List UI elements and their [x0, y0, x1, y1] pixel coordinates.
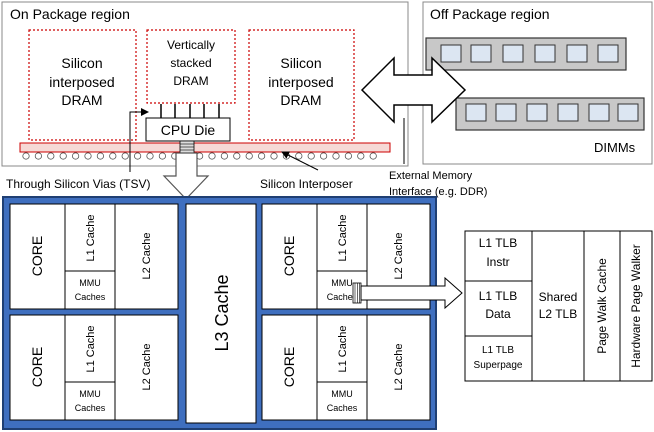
mmu-caches-line-1: MMU	[331, 278, 353, 288]
mmu-caches-line-2: Caches	[327, 292, 358, 302]
tsv-connector	[179, 140, 195, 154]
interposer-pointer	[281, 151, 319, 171]
l2-cache-label: L2 Cache	[141, 343, 153, 390]
tsv-pins	[160, 104, 220, 118]
stacked-dram-line-2: stacked	[170, 56, 211, 70]
left-dram-block: Silicon interposed DRAM	[28, 29, 137, 141]
shared-l2-tlb-line-1: Shared	[539, 290, 578, 304]
mmu-caches-line-2: Caches	[75, 292, 106, 302]
l3-cache-label: L3 Cache	[212, 274, 232, 351]
core-label: CORE	[281, 236, 297, 276]
on-package-title: On Package region	[10, 6, 130, 22]
core-label: CORE	[281, 347, 297, 387]
left-dram-line-1: Silicon	[61, 55, 102, 71]
l1-tlb-data-line-1: L1 TLB	[479, 289, 517, 303]
right-dram-block: Silicon interposed DRAM	[248, 29, 355, 141]
tsv-annotation: Through Silicon Vias (TSV)	[6, 177, 151, 191]
memory-interface-double-arrow	[360, 56, 467, 124]
mmu-caches-line-1: MMU	[79, 389, 101, 399]
ext-mem-annotation-line-2: Interface (e.g. DDR)	[389, 186, 487, 198]
dimm-2	[455, 97, 645, 131]
off-package-region: Off Package region DIMMs	[422, 1, 653, 165]
l2-cache-label: L2 Cache	[393, 232, 405, 279]
on-package-region: On Package region Silicon interposed DRA…	[1, 1, 409, 167]
l1-cache-label: L1 Cache	[337, 325, 349, 372]
right-dram-line-1: Silicon	[280, 55, 321, 71]
down-arrow	[162, 152, 210, 200]
core-label: CORE	[29, 347, 45, 387]
solder-bumps	[22, 152, 377, 160]
stacked-dram-line-1: Vertically	[167, 38, 215, 52]
core-label: CORE	[29, 236, 45, 276]
off-package-title: Off Package region	[430, 6, 550, 22]
l1-tlb-superpage-line-2: Superpage	[474, 360, 523, 371]
mmu-detail-arrow	[352, 276, 463, 310]
left-dram-line-3: DRAM	[61, 92, 102, 108]
hardware-page-walker-label: Hardware Page Walker	[629, 244, 643, 368]
stacked-dram-line-3: DRAM	[173, 74, 208, 88]
l1-cache-label: L1 Cache	[85, 325, 97, 372]
dimms-label: DIMMs	[594, 140, 636, 155]
mmu-caches-line-2: Caches	[75, 403, 106, 413]
mmu-caches-line-2: Caches	[327, 403, 358, 413]
cpu-die-label: CPU Die	[161, 122, 216, 138]
l1-tlb-instr-line-2: Instr	[486, 255, 509, 269]
l1-cache-label: L1 Cache	[337, 214, 349, 261]
ext-mem-annotation-line-1: External Memory	[389, 170, 473, 182]
mmu-caches-line-1: MMU	[79, 278, 101, 288]
interposer-annotation: Silicon Interposer	[260, 177, 353, 191]
l1-tlb-instr-line-1: L1 TLB	[479, 236, 517, 250]
stacked-dram-block: Vertically stacked DRAM	[146, 29, 236, 118]
l2-cache-label: L2 Cache	[141, 232, 153, 279]
l1-tlb-data-line-2: Data	[485, 307, 511, 321]
dimm-1	[425, 37, 627, 71]
page-walk-cache-label: Page Walk Cache	[595, 258, 609, 354]
l1-cache-label: L1 Cache	[85, 214, 97, 261]
l3-cache: L3 Cache	[185, 203, 257, 424]
right-dram-line-3: DRAM	[280, 92, 321, 108]
left-dram-line-2: interposed	[49, 74, 114, 90]
tsv-pointer	[129, 108, 149, 172]
right-dram-line-2: interposed	[268, 74, 333, 90]
cpu-die: CPU Die	[145, 117, 231, 142]
l2-cache-label: L2 Cache	[393, 343, 405, 390]
l1-tlb-superpage-line-1: L1 TLB	[482, 345, 514, 356]
shared-l2-tlb-line-2: L2 TLB	[539, 307, 577, 321]
mmu-caches-line-1: MMU	[331, 389, 353, 399]
mmu-detail: L1 TLB Instr L1 TLB Data L1 TLB Superpag…	[464, 230, 653, 382]
